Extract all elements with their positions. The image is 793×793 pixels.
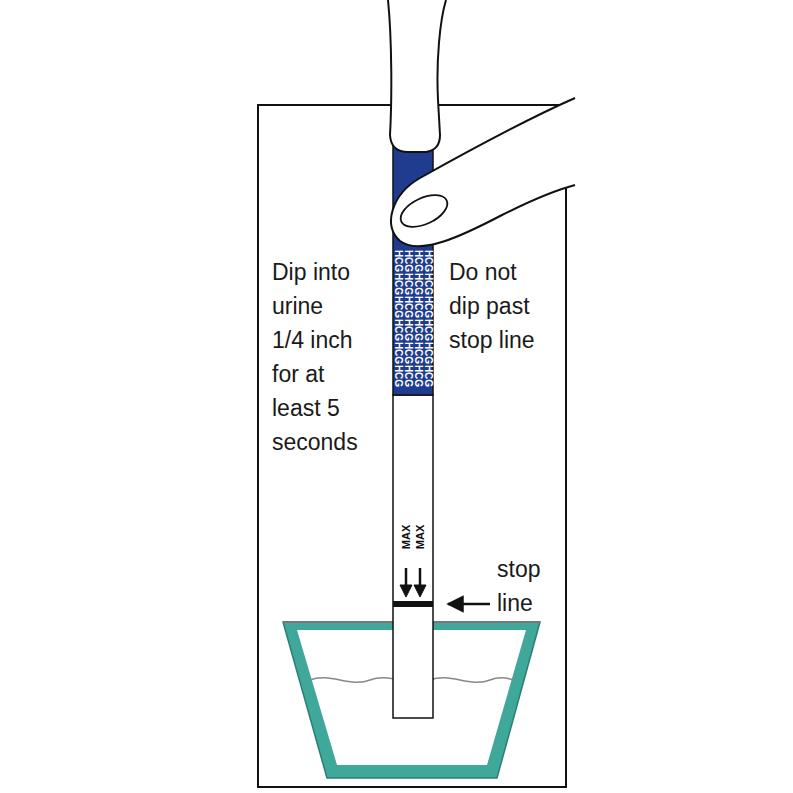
strip-print: HCG [423,319,433,341]
strip-print: HCG [413,319,423,341]
strip-print: HCG [423,273,433,295]
strip-print: HCG [413,342,423,364]
stop-line-pointer [448,603,490,606]
warning-note: Do not dip past stop line [449,255,537,357]
strip-print: HCG [393,342,403,364]
strip-print: HCG [393,365,403,387]
strip-print: HCG [413,250,423,272]
max-mark: MAX [401,525,412,549]
strip-print: HCG [413,296,423,318]
strip-print: HCG [413,365,423,387]
strip-print: HCG [423,250,433,272]
strip-print: HCG [403,319,413,341]
test-strip [393,395,433,718]
strip-print: HCG [423,365,433,387]
strip-print: HCG [403,296,413,318]
strip-print: HCG [403,273,413,295]
instruction-note: Dip into urine 1/4 inch for at least 5 s… [272,255,360,459]
thumb [391,98,575,246]
strip-print: HCG [403,250,413,272]
stop-line-label: stop line [497,552,557,620]
max-mark: MAX [415,525,426,549]
strip-print: HCG [403,342,413,364]
strip-print: HCG [423,342,433,364]
strip-print: HCG [403,365,413,387]
strip-print: HCG [393,273,403,295]
strip-print: HCG [393,319,403,341]
index-finger [388,0,446,152]
strip-print: HCG [393,250,403,272]
strip-print: HCG [413,273,423,295]
strip-print: HCG [393,296,403,318]
stop-line-mark [393,601,433,607]
max-arrows [400,568,426,597]
thumbnail [396,189,452,234]
strip-print: HCG [423,296,433,318]
